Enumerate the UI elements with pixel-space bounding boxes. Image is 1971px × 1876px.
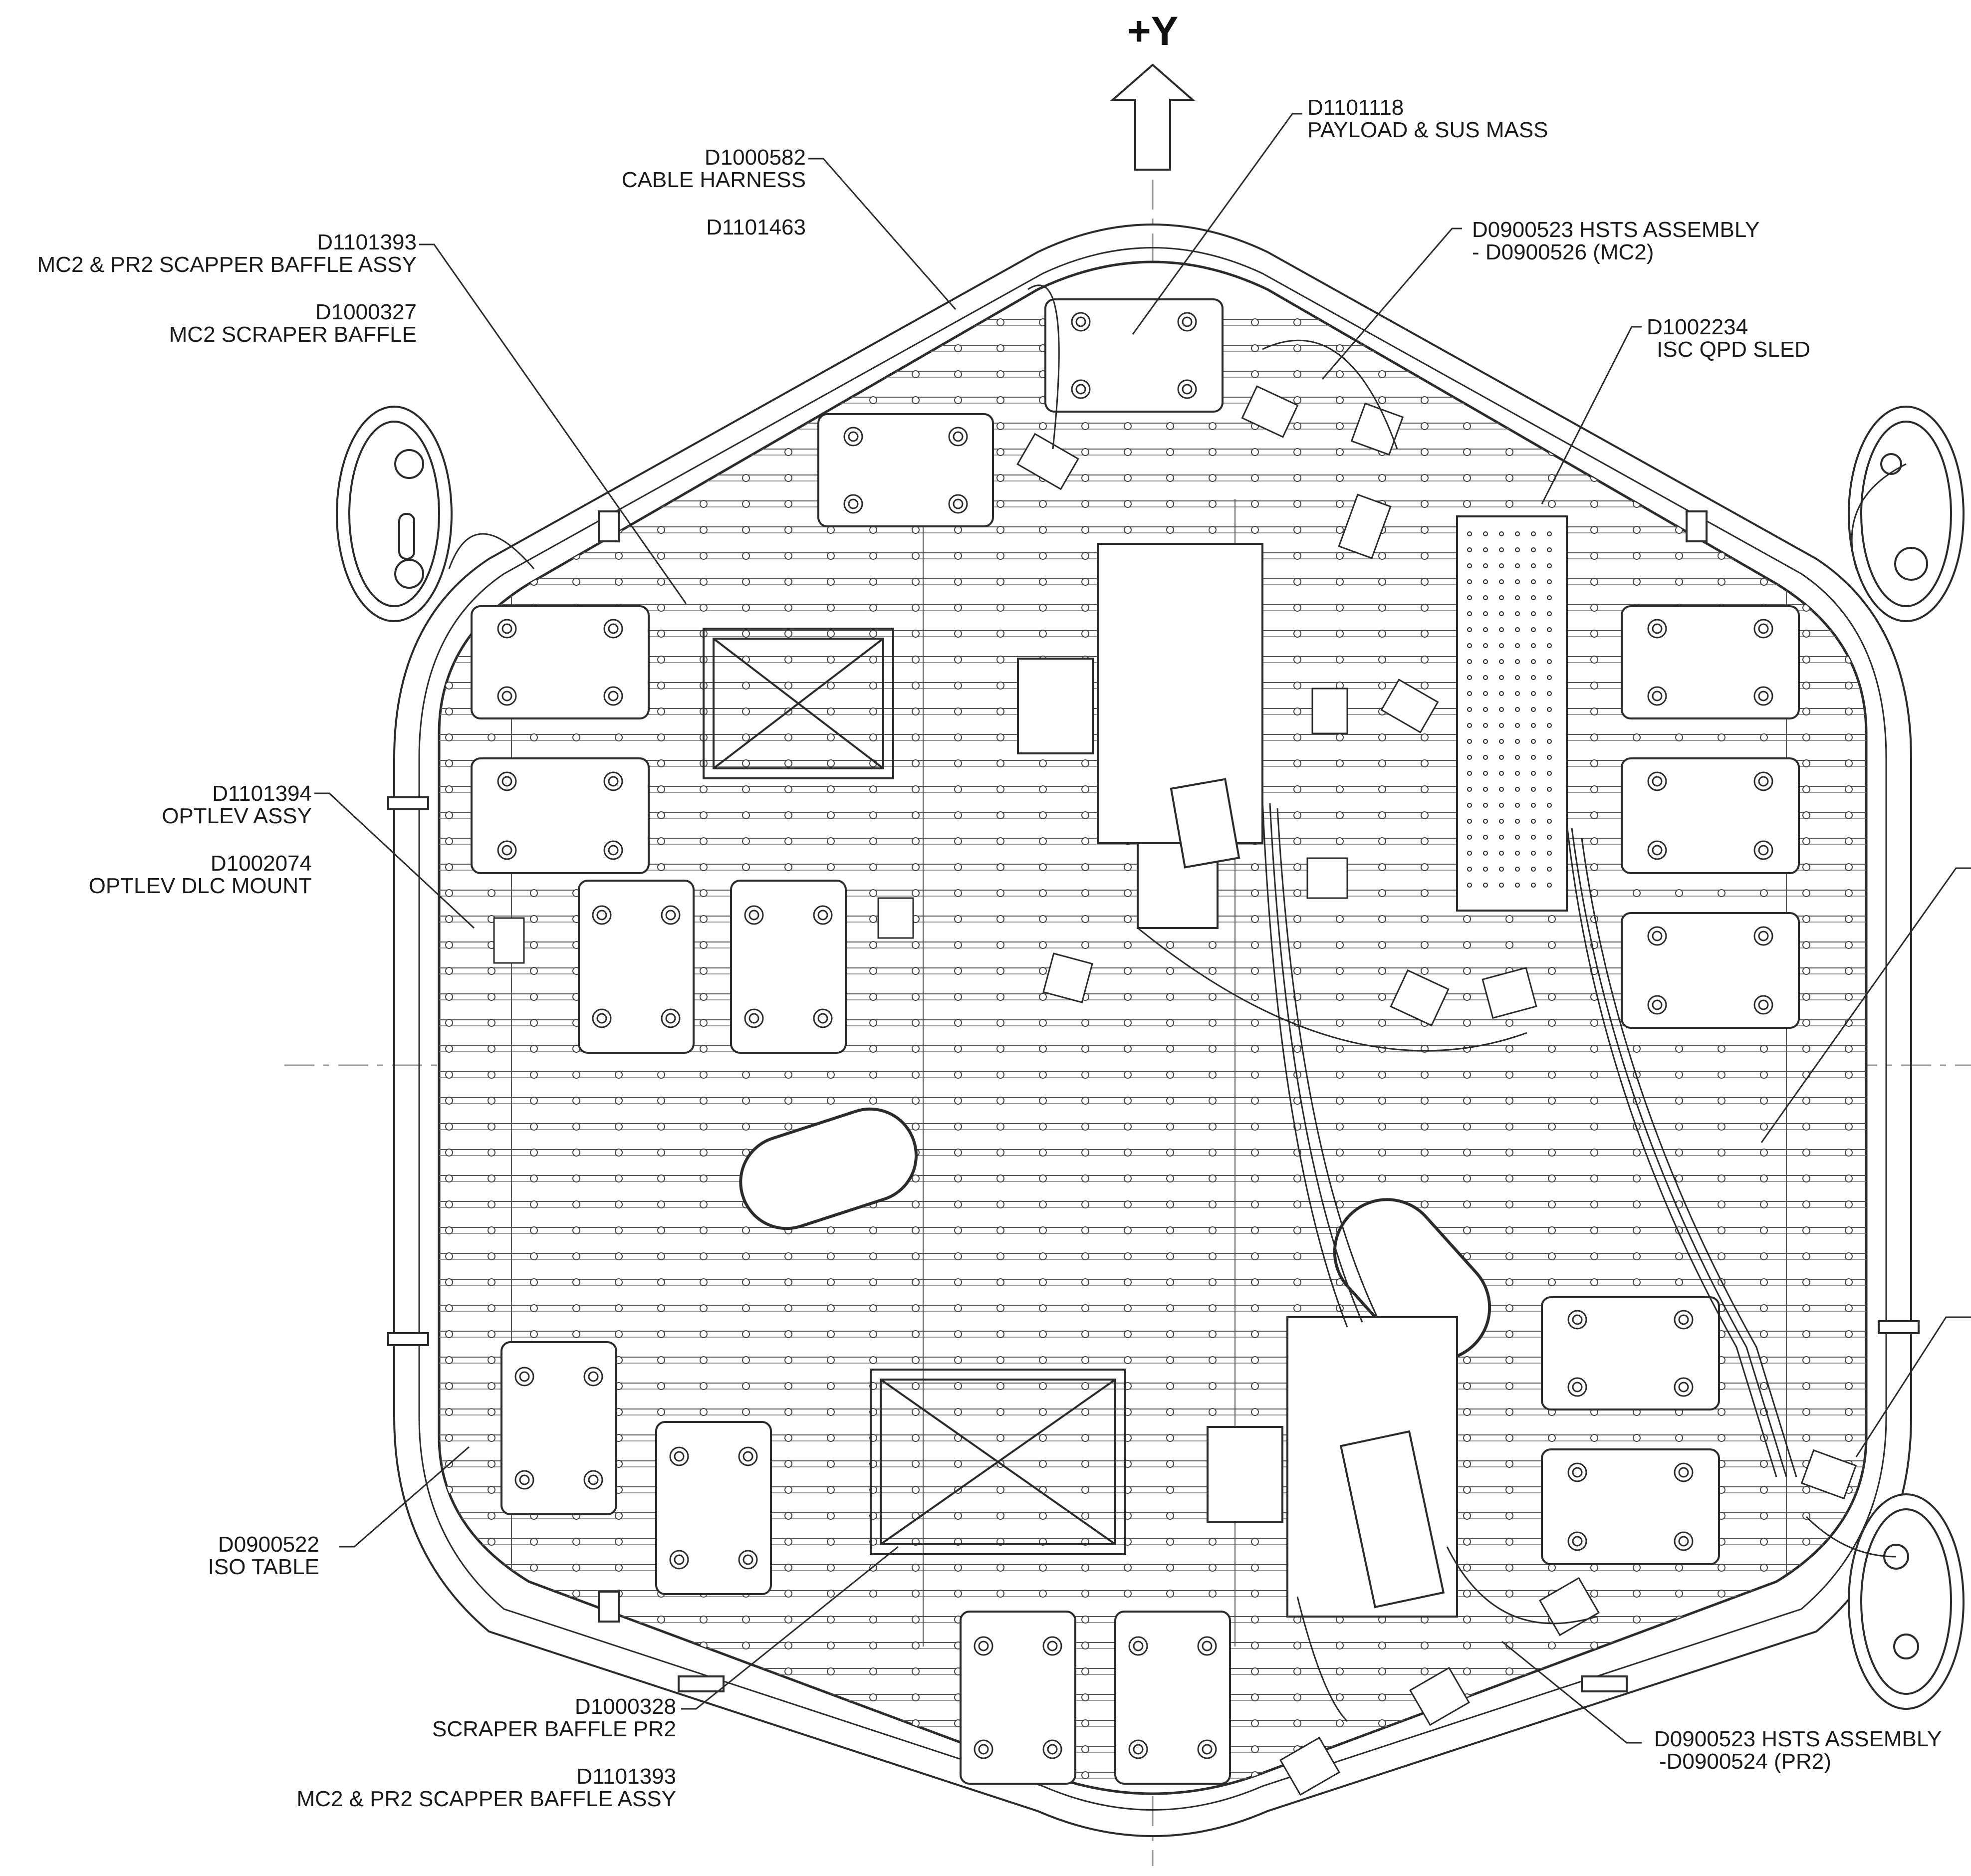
scraper-baffle-frames bbox=[703, 628, 1126, 1555]
chamber-inner-outline bbox=[418, 247, 1887, 1811]
hsts-pr2-callout-desc: -D0900524 (PR2) bbox=[1659, 1749, 1831, 1774]
payload-callout-id: D1101118 bbox=[1307, 95, 1404, 120]
axis-label: +Y bbox=[1127, 8, 1179, 54]
optlev-assy-callout-desc: OPTLEV ASSY bbox=[162, 804, 312, 828]
scraper-pr2-callout-desc: SCRAPER BAFFLE PR2 bbox=[432, 1717, 676, 1741]
scraper-assy-top-callout-desc: MC2 & PR2 SCAPPER BAFFLE ASSY bbox=[37, 252, 417, 277]
optlev-mount-callout-id: D1002074 bbox=[211, 851, 312, 876]
callout-labels: D1101118 PAYLOAD & SUS MASS D1000582 CAB… bbox=[37, 95, 1942, 1811]
mc2-scraper-callout-id: D1000327 bbox=[315, 300, 417, 324]
oval-slot bbox=[739, 1107, 918, 1230]
optlev-assy-callout-id: D1101394 bbox=[212, 781, 312, 806]
iso-table-callout-desc: ISO TABLE bbox=[208, 1555, 319, 1579]
suspension-assemblies bbox=[1017, 515, 1568, 1618]
cable-harness-callout-desc: CABLE HARNESS bbox=[622, 168, 806, 192]
hsts-mc2-callout-desc: - D0900526 (MC2) bbox=[1472, 240, 1654, 264]
plate-holes bbox=[497, 312, 1773, 1759]
cable-harness-alt-id: D1101463 bbox=[706, 215, 806, 239]
chamber-outline bbox=[393, 224, 1912, 1837]
cable-runs bbox=[1027, 284, 1797, 1722]
plus-y-arrow-icon bbox=[1110, 63, 1196, 171]
iso-table-callout-id: D0900522 bbox=[218, 1532, 319, 1557]
qpd-sled-callout-desc: ISC QPD SLED bbox=[1657, 337, 1810, 362]
scraper-assy-bottom-callout-id: D1101393 bbox=[576, 1764, 676, 1789]
optic-mounts bbox=[493, 385, 1857, 1796]
mounting-plates bbox=[471, 298, 1800, 1785]
scraper-assy-top-callout-id: D1101393 bbox=[317, 230, 417, 254]
cable-harness-callout-id: D1000582 bbox=[705, 145, 806, 170]
side-port-cables bbox=[448, 463, 1907, 1558]
mc2-scraper-callout-desc: MC2 SCRAPER BAFFLE bbox=[169, 322, 417, 347]
scraper-pr2-callout-id: D1000328 bbox=[575, 1694, 676, 1719]
qpd-sled-callout-id: D1002234 bbox=[1647, 315, 1748, 339]
hsts-pr2-callout-id: D0900523 HSTS ASSEMBLY bbox=[1654, 1727, 1942, 1751]
scraper-assy-bottom-callout-desc: MC2 & PR2 SCAPPER BAFFLE ASSY bbox=[297, 1787, 676, 1811]
hsts-mc2-callout-id: D0900523 HSTS ASSEMBLY bbox=[1472, 218, 1759, 242]
payload-callout-desc: PAYLOAD & SUS MASS bbox=[1307, 118, 1548, 142]
qpd-sled-holes bbox=[1467, 531, 1552, 888]
leader-lines bbox=[314, 113, 1971, 1744]
side-ports bbox=[336, 406, 1965, 1710]
optlev-mount-callout-desc: OPTLEV DLC MOUNT bbox=[89, 874, 312, 898]
edge-tabs bbox=[387, 510, 1920, 1692]
